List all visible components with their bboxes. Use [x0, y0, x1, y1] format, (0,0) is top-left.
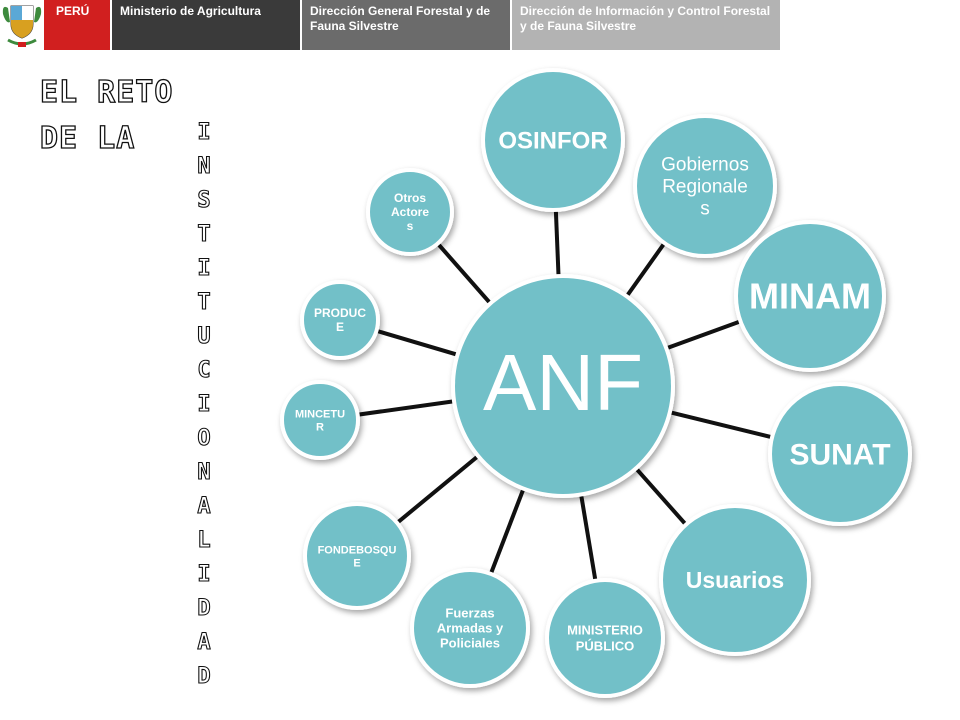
node-mincetur — [280, 380, 360, 460]
vertical-letter: I — [197, 561, 211, 587]
vertical-letter: A — [197, 493, 211, 519]
vertical-letter: N — [197, 153, 211, 179]
header-ministry: Ministerio de Agricultura — [112, 0, 302, 50]
vertical-letter: C — [197, 357, 211, 383]
title-line-1: EL RETO — [39, 74, 174, 110]
vertical-letter: I — [197, 255, 211, 281]
vertical-letter: T — [197, 289, 211, 315]
vertical-letter: N — [197, 459, 211, 485]
header-bar: PERÚ Ministerio de Agricultura Dirección… — [0, 0, 960, 50]
node-label-usuarios: Usuarios — [686, 567, 784, 593]
node-ministerio-publico — [545, 578, 665, 698]
vertical-letter: D — [197, 663, 211, 689]
header-directorate-info: Dirección de Información y Control Fores… — [512, 0, 782, 50]
node-minam — [734, 220, 886, 372]
vertical-letter: S — [197, 187, 211, 213]
vertical-letter: I — [197, 391, 211, 417]
vertical-letter: U — [197, 323, 211, 349]
node-osinfor — [481, 68, 625, 212]
node-produce — [300, 280, 380, 360]
vertical-letter: L — [197, 527, 211, 553]
center-node-label: ANF — [483, 338, 643, 427]
vertical-letter: O — [197, 425, 211, 451]
vertical-letter: D — [197, 595, 211, 621]
node-fuerzas-armadas — [410, 568, 530, 688]
node-usuarios — [659, 504, 811, 656]
center-node: ANF — [451, 274, 675, 498]
header-country: PERÚ — [44, 0, 112, 50]
node-fondebosque — [303, 502, 411, 610]
title-line-2: DE LA — [39, 120, 136, 156]
peru-coat-of-arms — [0, 0, 44, 50]
coat-of-arms-icon — [2, 5, 42, 47]
node-label-sunat: SUNAT — [789, 439, 890, 472]
node-sunat — [768, 382, 912, 526]
header-directorate-general: Dirección General Forestal y de Fauna Si… — [302, 0, 512, 50]
node-otros-actores — [366, 168, 454, 256]
vertical-letter: A — [197, 629, 211, 655]
node-gobiernos-regionales — [633, 114, 777, 258]
center-node-circle — [451, 274, 675, 498]
node-label-minam: MINAM — [749, 276, 871, 317]
slide-title: EL RETO DE LA — [39, 70, 174, 162]
node-label-osinfor: OSINFOR — [498, 127, 607, 154]
vertical-letter: I — [197, 119, 211, 145]
vertical-letter: T — [197, 221, 211, 247]
